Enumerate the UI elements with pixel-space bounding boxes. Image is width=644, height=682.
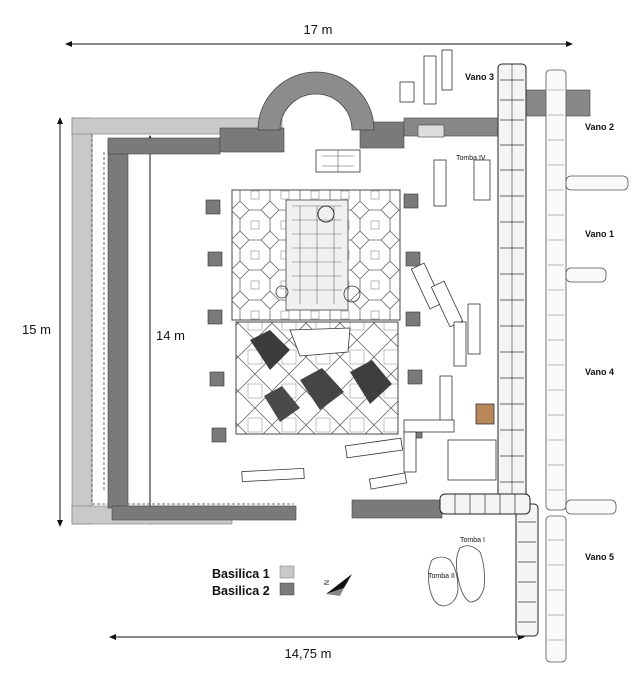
dimension-left-outer-label: 15 m xyxy=(22,322,51,337)
dimension-top: 17 m xyxy=(65,22,573,47)
east-cross-walls xyxy=(565,175,629,515)
apse xyxy=(257,71,375,131)
outer-east-stone-wall xyxy=(545,69,567,663)
dimension-left-inner-label: 14 m xyxy=(156,328,185,343)
east-stone-wall xyxy=(497,63,539,637)
room-labels: Vano 3 Vano 2 Vano 1 Vano 4 Vano 5 xyxy=(465,72,614,562)
room-label-vano-2: Vano 2 xyxy=(585,122,614,132)
room-label-vano-1: Vano 1 xyxy=(585,229,614,239)
room-label-vano-4: Vano 4 xyxy=(585,367,614,377)
legend-swatch-basilica-1 xyxy=(279,565,295,579)
dimension-bottom-label: 14,75 m xyxy=(285,646,332,661)
legend: Basilica 1 Basilica 2 xyxy=(212,565,295,598)
dimension-top-label: 17 m xyxy=(304,22,333,37)
dimension-bottom: 14,75 m xyxy=(109,634,525,661)
south-tombs xyxy=(428,545,485,607)
apse-tomb-slab xyxy=(315,149,361,173)
dimension-left-inner: 14 m xyxy=(147,135,185,525)
tomb-label-ii: Tomba II xyxy=(428,573,455,580)
north-arrow-label: N xyxy=(322,580,329,585)
basilica-1-walls xyxy=(71,117,283,525)
tomb-label-i: Tomba I xyxy=(460,537,485,544)
tomb-label-iv: Tomba IV xyxy=(456,155,486,162)
legend-label-basilica-2: Basilica 2 xyxy=(212,584,270,598)
dimension-left-outer: 15 m xyxy=(22,117,63,527)
tomb-slabs xyxy=(241,49,497,490)
legend-label-basilica-1: Basilica 1 xyxy=(212,567,270,581)
legend-swatch-basilica-2 xyxy=(279,582,295,596)
south-stone-wall xyxy=(439,493,531,515)
tomb-labels: Tomba IV Tomba I Tomba II xyxy=(428,155,486,580)
room-label-vano-5: Vano 5 xyxy=(585,552,614,562)
basilica-1-dashed-outline xyxy=(91,134,294,505)
north-arrow-icon: N xyxy=(322,574,352,596)
basilica-2-walls xyxy=(107,121,443,521)
mosaic-floor xyxy=(231,189,401,435)
room-label-vano-3: Vano 3 xyxy=(465,72,494,82)
nave-pillars xyxy=(205,193,423,443)
